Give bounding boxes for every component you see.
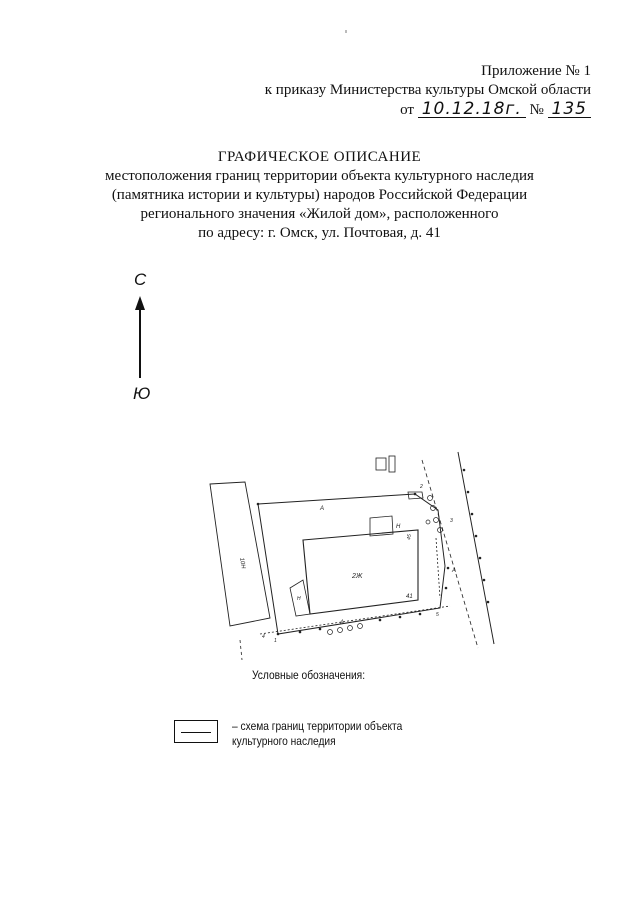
compass-north-label: С <box>134 270 147 289</box>
street-dashed-line <box>421 459 479 649</box>
appendix-date-line: от 10.12.18г. № 135 <box>265 101 591 120</box>
big-house-label: 10Н <box>238 557 246 570</box>
scan-speck <box>345 30 347 33</box>
building-outline <box>209 481 271 627</box>
street-line <box>457 451 495 645</box>
yard-label: А <box>339 620 344 626</box>
appendix-number: Приложение № 1 <box>481 63 591 79</box>
date-prefix: от <box>400 102 414 118</box>
title-line: (памятника истории и культуры) народов Р… <box>111 187 528 203</box>
point-label: 5 <box>436 612 439 618</box>
site-plan: 10Н 2Ж 41 45 Н Н А А А 1 2 3 4 5 <box>209 451 495 661</box>
main-house-outline <box>302 529 419 615</box>
fence-line <box>259 605 451 635</box>
dashed-line <box>239 639 243 661</box>
gate-outline <box>407 491 424 500</box>
point-label: 1 <box>274 638 277 644</box>
date-value: 10.12.18г. <box>417 101 526 118</box>
point-label: 2 <box>419 484 423 490</box>
yard-label: А <box>451 568 456 574</box>
annex-label: Н <box>396 524 401 530</box>
document-title: ГРАФИЧЕСКОЕ ОПИСАНИЕ местоположения гран… <box>0 148 639 243</box>
house-number-label: 41 <box>406 594 413 600</box>
point-label: 3 <box>450 518 453 524</box>
kiosk-outline <box>375 457 387 471</box>
survey-points <box>256 468 490 636</box>
yard-label: А <box>319 506 324 512</box>
legend-item-text: – схема границ территории объекта культу… <box>232 719 403 748</box>
number-prefix: № <box>529 102 544 118</box>
compass-arrow-icon <box>135 296 145 378</box>
side-annex-label: Н <box>297 596 301 602</box>
order-number-value: 135 <box>547 101 591 118</box>
title-line: регионального значения «Жилой дом», расп… <box>140 206 499 222</box>
side-number-label: 45 <box>406 534 413 541</box>
appendix-order-line: к приказу Министерства культуры Омской о… <box>264 82 591 98</box>
title-heading: ГРАФИЧЕСКОЕ ОПИСАНИЕ <box>217 149 422 165</box>
kiosk-outline <box>388 455 396 473</box>
legend-title: Условные обозначения: <box>252 668 366 682</box>
title-line: местоположения границ территории объекта… <box>105 168 534 184</box>
legend-boundary-symbol <box>174 720 218 743</box>
boundary-line <box>257 493 446 635</box>
main-house-label: 2Ж <box>351 573 363 580</box>
annex-outline <box>369 515 394 537</box>
fence-line <box>435 537 441 599</box>
title-line: по адресу: г. Омск, ул. Почтовая, д. 41 <box>198 225 441 241</box>
trees <box>327 495 443 635</box>
compass-south-label: Ю <box>133 384 151 403</box>
side-annex-outline <box>289 579 311 617</box>
point-label: 4 <box>262 634 265 640</box>
appendix-block: Приложение № 1 к приказу Министерства ку… <box>265 62 591 120</box>
